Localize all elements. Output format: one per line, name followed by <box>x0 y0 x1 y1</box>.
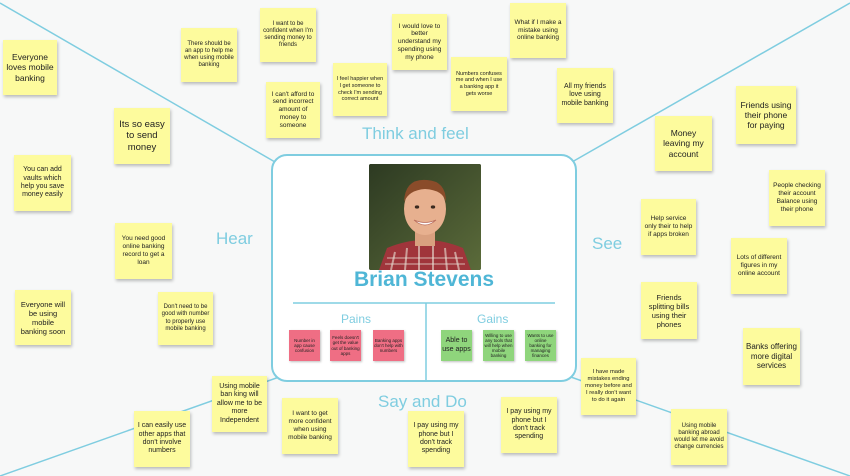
sticky-note: I pay using my phone but I don't track s… <box>501 397 557 453</box>
sticky-note: I pay using my phone but I don't track s… <box>408 411 464 467</box>
sticky-note: I want to get more confident when using … <box>282 398 338 454</box>
gain-note: Wants to use online banking for managing… <box>525 330 556 361</box>
quadrant-label-hear: Hear <box>216 229 253 248</box>
sticky-note: I would love to better understand my spe… <box>392 14 447 70</box>
sticky-note: I can't afford to send incorrect amount … <box>266 82 320 138</box>
sticky-note: Using mobile banking abroad would let me… <box>671 409 727 465</box>
sticky-note: Don't need to be good with number to pro… <box>158 292 213 345</box>
sticky-note: Using mobile ban king will allow me to b… <box>212 376 267 432</box>
sticky-note: You can add vaults which help you save m… <box>14 155 71 211</box>
sticky-note: All my friends love using mobile banking <box>557 68 613 123</box>
sticky-note: You need good online banking record to g… <box>115 223 172 279</box>
sticky-note: I have made mistakes ending money before… <box>581 358 636 415</box>
sticky-note: Friends using their phone for paying <box>736 86 796 144</box>
gains-label: Gains <box>477 312 509 326</box>
persona-photo <box>369 164 481 270</box>
sticky-note: Money leaving my account <box>655 116 712 171</box>
gain-note: Able to use apps <box>441 330 472 361</box>
persona-card: Brian Stevens Pains Gains Number in app … <box>271 154 577 382</box>
sticky-note: Help service only their to help if apps … <box>641 199 696 255</box>
persona-portrait-image <box>369 164 481 270</box>
sticky-note: I feel happier when I get someone to che… <box>333 63 387 116</box>
sticky-note: What if I make a mistake using online ba… <box>510 3 566 58</box>
sticky-note: Everyone loves mobile banking <box>3 40 57 95</box>
quadrant-label-think-feel: Think and feel <box>362 124 469 143</box>
sticky-note: There should be an app to help me when u… <box>181 28 237 82</box>
sticky-note: Lots of different figures in my online a… <box>731 238 787 294</box>
sticky-note: Numbers confuses me and when I use a ban… <box>451 57 507 111</box>
sticky-note: Its so easy to send money <box>114 108 170 164</box>
pain-note: Number in app cause confusion <box>289 330 320 361</box>
pain-note: Feels doesn't get the value out of banki… <box>330 330 361 361</box>
sticky-note: I want to be confident when I'm sending … <box>260 8 316 62</box>
quadrant-label-see: See <box>592 234 623 253</box>
persona-divider <box>293 302 555 382</box>
pain-note: Banking apps don't help with numbers <box>373 330 404 361</box>
persona-name: Brian Stevens <box>353 268 495 291</box>
gain-note: Willing to use any tools that will help … <box>483 330 514 361</box>
sticky-note: People checking their account Balance us… <box>769 170 825 226</box>
sticky-note: Banks offering more digital services <box>743 328 800 385</box>
pains-label: Pains <box>341 312 372 326</box>
sticky-note: Friends splitting bills using their phon… <box>641 282 697 339</box>
quadrant-label-say-do: Say and Do <box>378 392 467 411</box>
sticky-note: Everyone will be using mobile banking so… <box>15 290 71 345</box>
sticky-note: I can easily use other apps that don't i… <box>134 411 190 467</box>
